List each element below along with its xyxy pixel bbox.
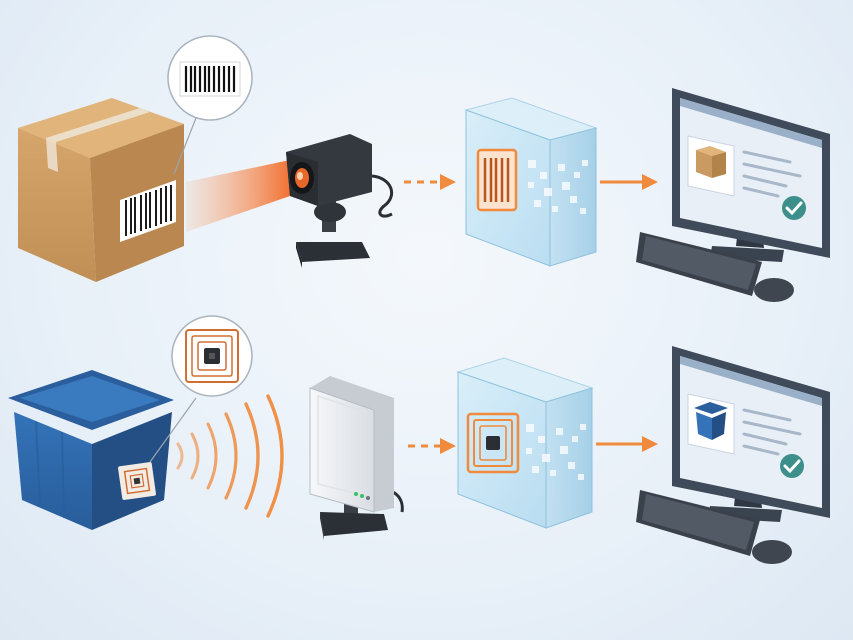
arrow-icon <box>596 436 658 452</box>
rfid-antenna-icon <box>185 329 239 383</box>
rfid-reader-panel <box>309 376 404 540</box>
screen-text-lines <box>742 150 802 198</box>
blue-plastic-bin <box>8 370 174 530</box>
barcode-zoom-callout <box>167 35 253 175</box>
box-icon <box>687 135 735 197</box>
data-processing-cube <box>456 357 594 529</box>
mouse <box>754 278 794 302</box>
keyboard <box>636 232 762 296</box>
screen-text-lines <box>742 408 802 456</box>
data-pixels <box>528 160 588 214</box>
checkmark-icon <box>782 196 806 220</box>
arrow-icon <box>404 174 456 190</box>
keyboard <box>636 490 760 556</box>
arrow-icon <box>408 438 456 454</box>
arrow-icon <box>600 174 658 190</box>
barcode-icon <box>179 61 241 97</box>
data-processing-cube <box>464 97 598 267</box>
mouse <box>752 540 792 564</box>
data-pixels <box>526 424 586 480</box>
bin-icon <box>687 393 735 455</box>
radio-waves-icon <box>176 394 284 518</box>
barcode-label <box>120 180 176 242</box>
scan-beam <box>186 160 290 232</box>
rfid-tag <box>118 462 156 500</box>
barcode-icon <box>476 148 518 212</box>
barcode-scanner-camera <box>286 134 394 268</box>
rfid-antenna-icon <box>466 412 520 474</box>
computer-monitor <box>636 346 830 564</box>
computer-monitor <box>636 88 830 302</box>
cardboard-box <box>18 98 184 282</box>
rfid-zoom-callout <box>149 315 253 463</box>
checkmark-icon <box>780 454 804 478</box>
